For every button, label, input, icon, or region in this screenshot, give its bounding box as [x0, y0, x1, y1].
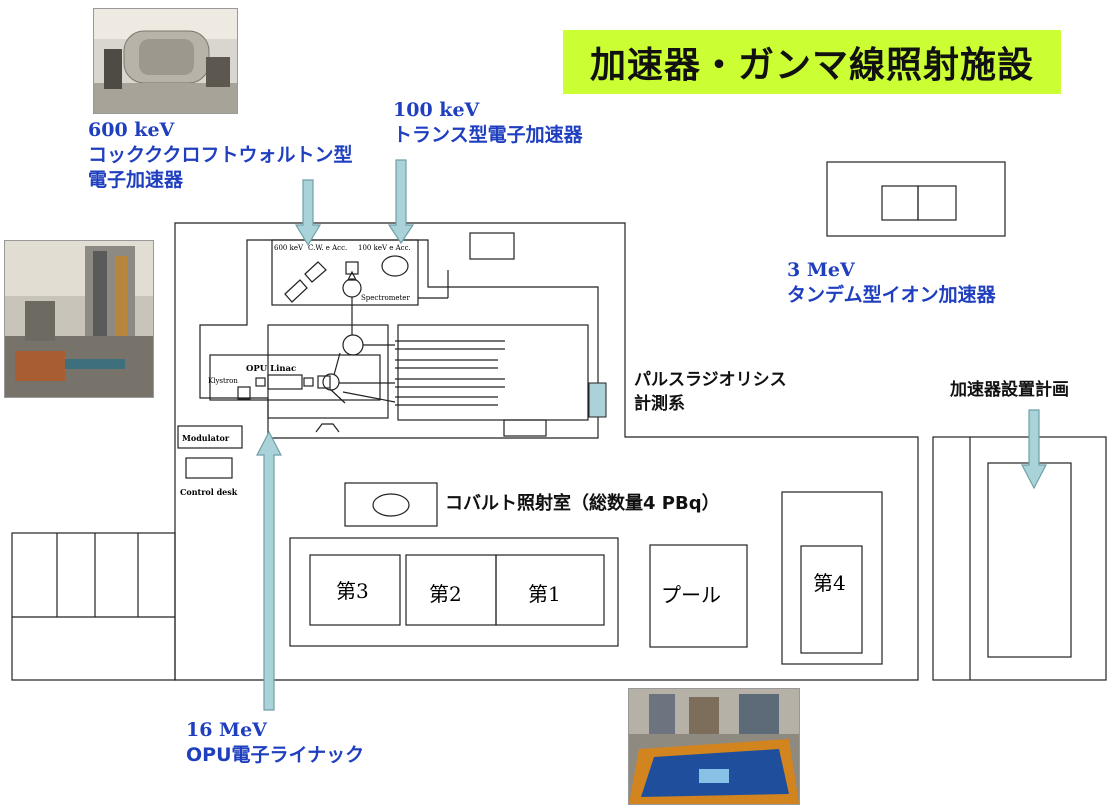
photo-cw-accelerator	[93, 8, 238, 114]
linac-inner	[209, 354, 381, 401]
label-3mev: 3 MeV タンデム型イオン加速器	[787, 258, 996, 308]
diagram-acc-600: 600 keV	[274, 244, 304, 252]
label-16mev-energy: 16 MeV	[186, 719, 267, 741]
label-600kev-desc1: コックククロフトウォルトン型	[88, 144, 353, 166]
left-annex	[11, 532, 176, 681]
page-title: 加速器・ガンマ線照射施設	[563, 30, 1061, 94]
kev-room	[271, 239, 419, 306]
arrow-100kev	[387, 159, 415, 245]
label-100kev-energy: 100 keV	[393, 99, 480, 121]
label-600kev-desc2: 電子加速器	[88, 169, 184, 191]
linac-hall	[267, 324, 389, 419]
room-4-inner	[800, 545, 863, 654]
diagram-acc-100: 100 keV e Acc.	[358, 244, 411, 252]
pulse-detector-box	[588, 382, 607, 418]
diagram-klystron: Klystron	[208, 377, 238, 385]
diagram-spectrometer: Spectrometer	[361, 294, 410, 302]
room-4-outer	[781, 491, 883, 665]
room-3	[309, 554, 401, 626]
arrow-16mev	[256, 430, 282, 711]
label-3mev-energy: 3 MeV	[787, 259, 855, 281]
label-600kev-energy: 600 keV	[88, 119, 175, 141]
photo-beamline	[4, 240, 154, 398]
room-label-1: 第1	[528, 582, 561, 606]
pool-room	[649, 544, 748, 648]
diagram-modulator: Modulator	[182, 433, 230, 443]
main-building-outline	[174, 222, 919, 681]
control-desk-box	[185, 457, 233, 479]
room-label-4: 第4	[813, 571, 846, 595]
room-label-3: 第3	[336, 579, 369, 603]
room-label-pool: プール	[661, 583, 721, 607]
cobalt-irradiation-block	[289, 537, 619, 647]
cobalt-source-room	[344, 482, 438, 527]
label-16mev-desc: OPU電子ライナック	[186, 744, 365, 766]
label-100kev: 100 keV トランス型電子加速器	[393, 98, 583, 148]
diagram-acc-cw: C.W. e Acc.	[308, 244, 347, 252]
small-room-top	[469, 232, 515, 260]
arrow-600kev	[294, 179, 322, 247]
label-100kev-desc: トランス型電子加速器	[393, 124, 583, 146]
label-cobalt-room: コバルト照射室（総数量4 PBq）	[445, 493, 720, 514]
diagram-linac: OPU Linac	[246, 364, 296, 374]
room-1	[495, 554, 605, 626]
label-16mev: 16 MeV OPU電子ライナック	[186, 718, 364, 768]
accelerator-room	[199, 239, 599, 439]
label-pulse-line2: 計測系	[634, 394, 685, 414]
modulator-box	[177, 425, 243, 449]
label-3mev-desc: タンデム型イオン加速器	[787, 284, 996, 306]
tandem-room	[826, 161, 1006, 237]
label-600kev: 600 keV コックククロフトウォルトン型 電子加速器	[88, 118, 352, 193]
label-pulse-radiolysis: パルスラジオリシス 計測系	[634, 368, 787, 416]
diagram-control-desk: Control desk	[180, 487, 238, 497]
planned-building	[932, 436, 1107, 681]
photo-cobalt-pool	[628, 688, 800, 805]
arrow-plan	[1021, 409, 1047, 490]
room-label-2: 第2	[429, 582, 462, 606]
label-pulse-line1: パルスラジオリシス	[634, 370, 787, 390]
beamline-area	[397, 324, 589, 421]
label-accelerator-plan: 加速器設置計画	[950, 380, 1069, 400]
